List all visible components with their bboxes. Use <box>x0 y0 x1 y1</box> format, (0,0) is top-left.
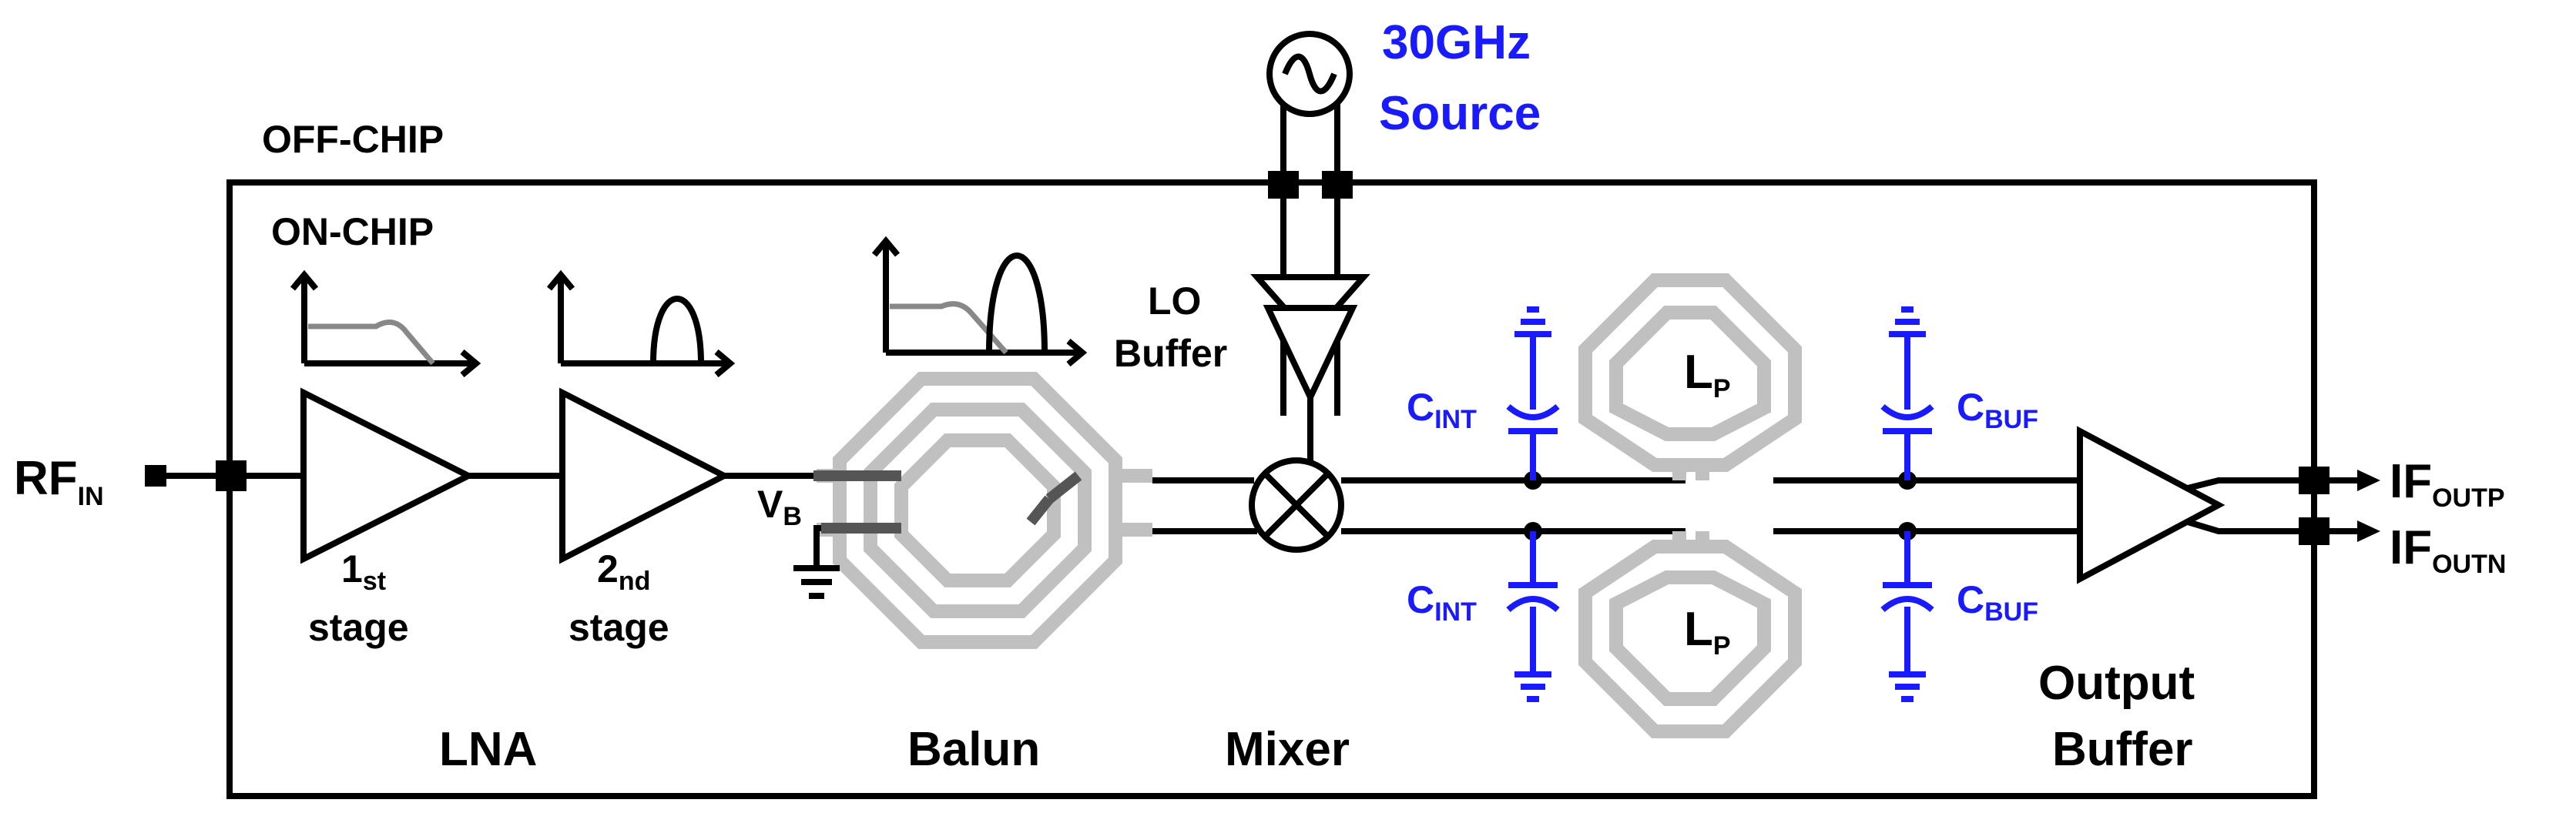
c-int-top-label: CINT <box>1407 386 1477 434</box>
vb-label: VB <box>757 483 802 531</box>
bandpass-response-plot <box>546 269 736 378</box>
stage2-label-word: stage <box>569 606 669 649</box>
balun-label: Balun <box>907 723 1040 776</box>
lna-stage2-amplifier <box>559 387 731 564</box>
lowpass-response-plot <box>290 269 481 378</box>
cap-buf-bottom <box>1880 531 1934 702</box>
lo-pad-left <box>1268 171 1299 199</box>
off-chip-label: OFF-CHIP <box>262 118 444 161</box>
output-buffer-label-2: Buffer <box>2052 723 2193 776</box>
inductor-lp-top <box>1578 273 1802 480</box>
lo-buffer-amp-2 <box>1263 305 1358 405</box>
if-outn-arrow <box>2357 520 2380 542</box>
c-int-bottom-label: CINT <box>1407 578 1477 627</box>
if-outn-label: IFOUTN <box>2390 521 2506 579</box>
on-chip-label: ON-CHIP <box>271 210 434 253</box>
stage1-label-num: 1st <box>341 547 386 596</box>
if-outn-pad <box>2299 517 2329 545</box>
balun-crossover <box>1045 471 1082 504</box>
output-buffer-label-1: Output <box>2038 657 2195 710</box>
cap-int-top <box>1506 306 1560 480</box>
c-buf-top-label: CBUF <box>1957 386 2038 434</box>
lna-label: LNA <box>439 723 537 776</box>
lp-bottom-label: LP <box>1684 603 1731 661</box>
source-label-2: Source <box>1379 87 1541 140</box>
output-buffer-amplifier <box>2077 426 2225 584</box>
if-outp-label: IFOUTP <box>2390 455 2505 513</box>
lna-stage1-amplifier <box>300 387 475 564</box>
source-label-1: 30GHz <box>1382 16 1531 69</box>
cap-int-bottom <box>1506 531 1560 702</box>
if-outp-pad <box>2299 467 2329 494</box>
rf-in-arrow <box>145 465 166 487</box>
stage1-label-word: stage <box>308 606 409 649</box>
lo-buffer-label-1: LO <box>1148 279 1201 323</box>
ground-symbol <box>793 565 840 599</box>
stage2-label-num: 2nd <box>597 547 650 596</box>
rf-in-label: RFIN <box>14 452 104 511</box>
c-buf-bottom-label: CBUF <box>1957 578 2038 627</box>
lo-buffer-label-2: Buffer <box>1114 332 1227 375</box>
inductor-lp-bottom <box>1578 531 1802 738</box>
balun-crossover-2 <box>1026 495 1054 526</box>
lp-top-label: LP <box>1684 346 1731 403</box>
balun-transformer <box>817 372 1152 649</box>
if-outp-arrow <box>2357 470 2380 491</box>
cap-buf-top <box>1880 306 1934 480</box>
lo-pad-right <box>1322 171 1353 199</box>
combined-response-plot <box>871 236 1088 367</box>
mixer-label: Mixer <box>1225 723 1350 776</box>
